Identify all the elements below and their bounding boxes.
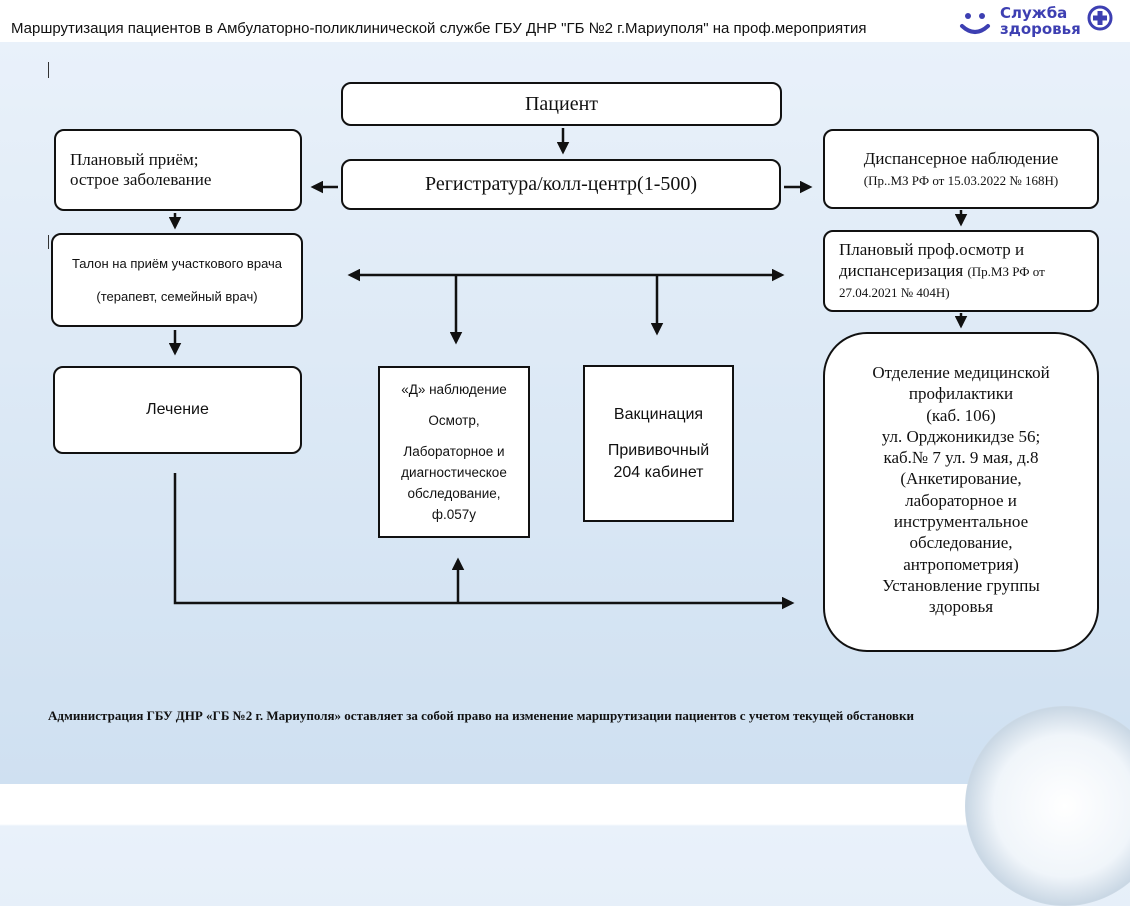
talon-line2: (терапевт, семейный врач) [96,289,258,304]
treatment-box: Лечение [53,366,302,454]
dept-line: обследование, [909,533,1013,553]
d-line6: ф.057у [431,507,477,522]
registry-label: Регистратура/колл-центр(1-500) [424,173,698,195]
d-line2: Осмотр, [428,413,480,428]
dispensary-box: Диспансерное наблюдение (Пр..МЗ РФ от 15… [823,129,1099,209]
d-line1: «Д» наблюдение [401,382,507,397]
d-line4: диагностическое [401,465,507,480]
flow-arrows [168,128,968,610]
vacc-line3: 204 кабинет [613,463,704,481]
planned-line1: Плановый приём; [70,150,199,169]
vacc-line2: Прививочный [607,441,710,459]
smile-icon [960,5,1113,34]
d-line5: обследование, [407,486,501,501]
footer-note: Администрация ГБУ ДНР «ГБ №2 г. Мариупол… [48,708,914,723]
prof-line2a: диспансеризация [839,261,968,280]
dispensary-line2: (Пр..МЗ РФ от 15.03.2022 № 168Н) [863,173,1059,188]
dept-line: профилактики [908,384,1014,404]
dept-line: лабораторное и [905,490,1017,510]
dispensary-line1: Диспансерное наблюдение [863,149,1059,168]
d-observation-box: «Д» наблюдение Осмотр, Лабораторное и ди… [378,366,530,538]
prevention-department-box: Отделение медицинской профилактики (каб.… [823,332,1099,652]
prof-line1: Плановый проф.осмотр и [839,240,1025,259]
dept-line: ул. Орджоникидзе 56; [881,426,1041,446]
treatment-label: Лечение [146,401,209,418]
talon-line1: Талон на приём участкового врача [71,256,283,271]
arrow-treatment-to-dept [173,473,795,610]
talon-box: Талон на приём участкового врача (терапе… [51,233,303,327]
dept-line: здоровья [928,597,994,617]
dept-line: инструментальное [893,512,1029,532]
logo-line2: здоровья [1000,20,1081,38]
dept-line: антропометрия) [903,554,1019,574]
dept-line: Установление группы [882,575,1040,595]
dept-line: каб.№ 7 ул. 9 мая, д.8 [883,448,1039,468]
d-line3: Лабораторное и [403,444,505,459]
health-service-logo: Служба здоровья [956,4,1126,40]
text-cursor [48,62,49,78]
vacc-line1: Вакцинация [613,405,704,423]
logo-line1: Служба [1000,4,1068,22]
dept-line: Отделение медицинской [872,363,1050,382]
dept-line: (Анкетирование, [900,469,1022,489]
prof-line2b: (Пр.МЗ РФ от [967,264,1045,279]
prof-line3: 27.04.2021 № 404Н) [839,285,950,300]
text-cursor-2 [48,235,49,249]
prof-exam-box: Плановый проф.осмотр и диспансеризация (… [823,230,1099,312]
dept-line: (каб. 106) [926,405,996,425]
patient-label: Пациент [524,92,599,115]
header-bar: Маршрутизация пациентов в Амбулаторно-по… [0,0,1130,42]
vaccination-box: Вакцинация Прививочный 204 кабинет [583,365,734,522]
page-title: Маршрутизация пациентов в Амбулаторно-по… [11,20,867,37]
planned-line2: острое заболевание [70,170,212,189]
registry-box: Регистратура/колл-центр(1-500) [341,159,781,210]
planned-visit-box: Плановый приём; острое заболевание [54,129,302,211]
patient-box: Пациент [341,82,782,126]
